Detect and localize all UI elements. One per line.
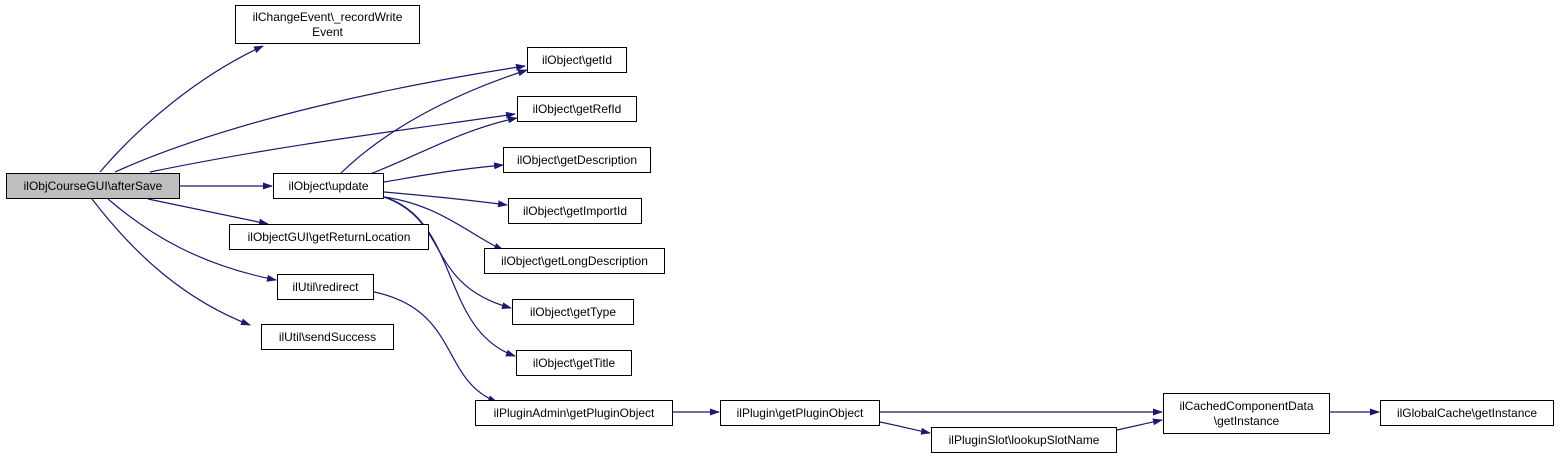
edge-update-to-get-ref-id	[369, 116, 518, 175]
edge-aftersave-to-get-return-location	[147, 198, 269, 226]
node-get-import-id[interactable]: ilObject\getImportId	[508, 198, 642, 224]
node-get-long-description[interactable]: ilObject\getLongDescription	[484, 248, 665, 274]
edge-aftersave-to-record-write-event	[99, 45, 264, 173]
node-get-return-location[interactable]: ilObjectGUI\getReturnLocation	[229, 224, 429, 250]
edge-lookup-slot-name-to-cached-component-get-instance	[1116, 418, 1163, 431]
node-get-type[interactable]: ilObject\getType	[512, 299, 634, 325]
edge-plugin-to-lookup-slot-name	[879, 421, 931, 435]
node-aftersave: ilObjCourseGUI\afterSave	[6, 173, 180, 199]
node-admin-get-plugin-object[interactable]: ilPluginAdmin\getPluginObject	[475, 400, 673, 426]
edge-update-to-get-title	[383, 196, 516, 357]
edge-update-to-get-id	[339, 69, 528, 175]
node-send-success[interactable]: ilUtil\sendSuccess	[261, 324, 394, 350]
node-get-id[interactable]: ilObject\getId	[527, 47, 627, 73]
node-update[interactable]: ilObject\update	[273, 173, 384, 199]
node-get-title[interactable]: ilObject\getTitle	[516, 350, 632, 376]
node-plugin-get-plugin-object[interactable]: ilPlugin\getPluginObject	[720, 400, 880, 426]
edge-update-to-get-long-description	[383, 196, 504, 251]
edge-aftersave-to-send-success	[91, 198, 251, 326]
edge-aftersave-to-redirect	[107, 198, 277, 282]
node-redirect[interactable]: ilUtil\redirect	[277, 274, 374, 300]
node-cached-component-get-instance[interactable]: ilCachedComponentData \getInstance	[1163, 393, 1330, 434]
edge-update-to-get-import-id	[383, 191, 508, 208]
edge-update-to-get-description	[383, 162, 504, 183]
node-global-cache-get-instance[interactable]: ilGlobalCache\getInstance	[1380, 400, 1554, 426]
edge-aftersave-to-get-ref-id	[149, 111, 516, 173]
node-get-description[interactable]: ilObject\getDescription	[503, 147, 651, 173]
node-lookup-slot-name[interactable]: ilPluginSlot\lookupSlotName	[931, 427, 1117, 453]
node-record-write-event[interactable]: ilChangeEvent\_recordWrite Event	[235, 5, 420, 44]
edge-aftersave-to-get-id	[114, 63, 526, 173]
node-get-ref-id[interactable]: ilObject\getRefId	[517, 96, 637, 122]
edge-redirect-to-admin-get-plugin-object	[373, 291, 498, 403]
